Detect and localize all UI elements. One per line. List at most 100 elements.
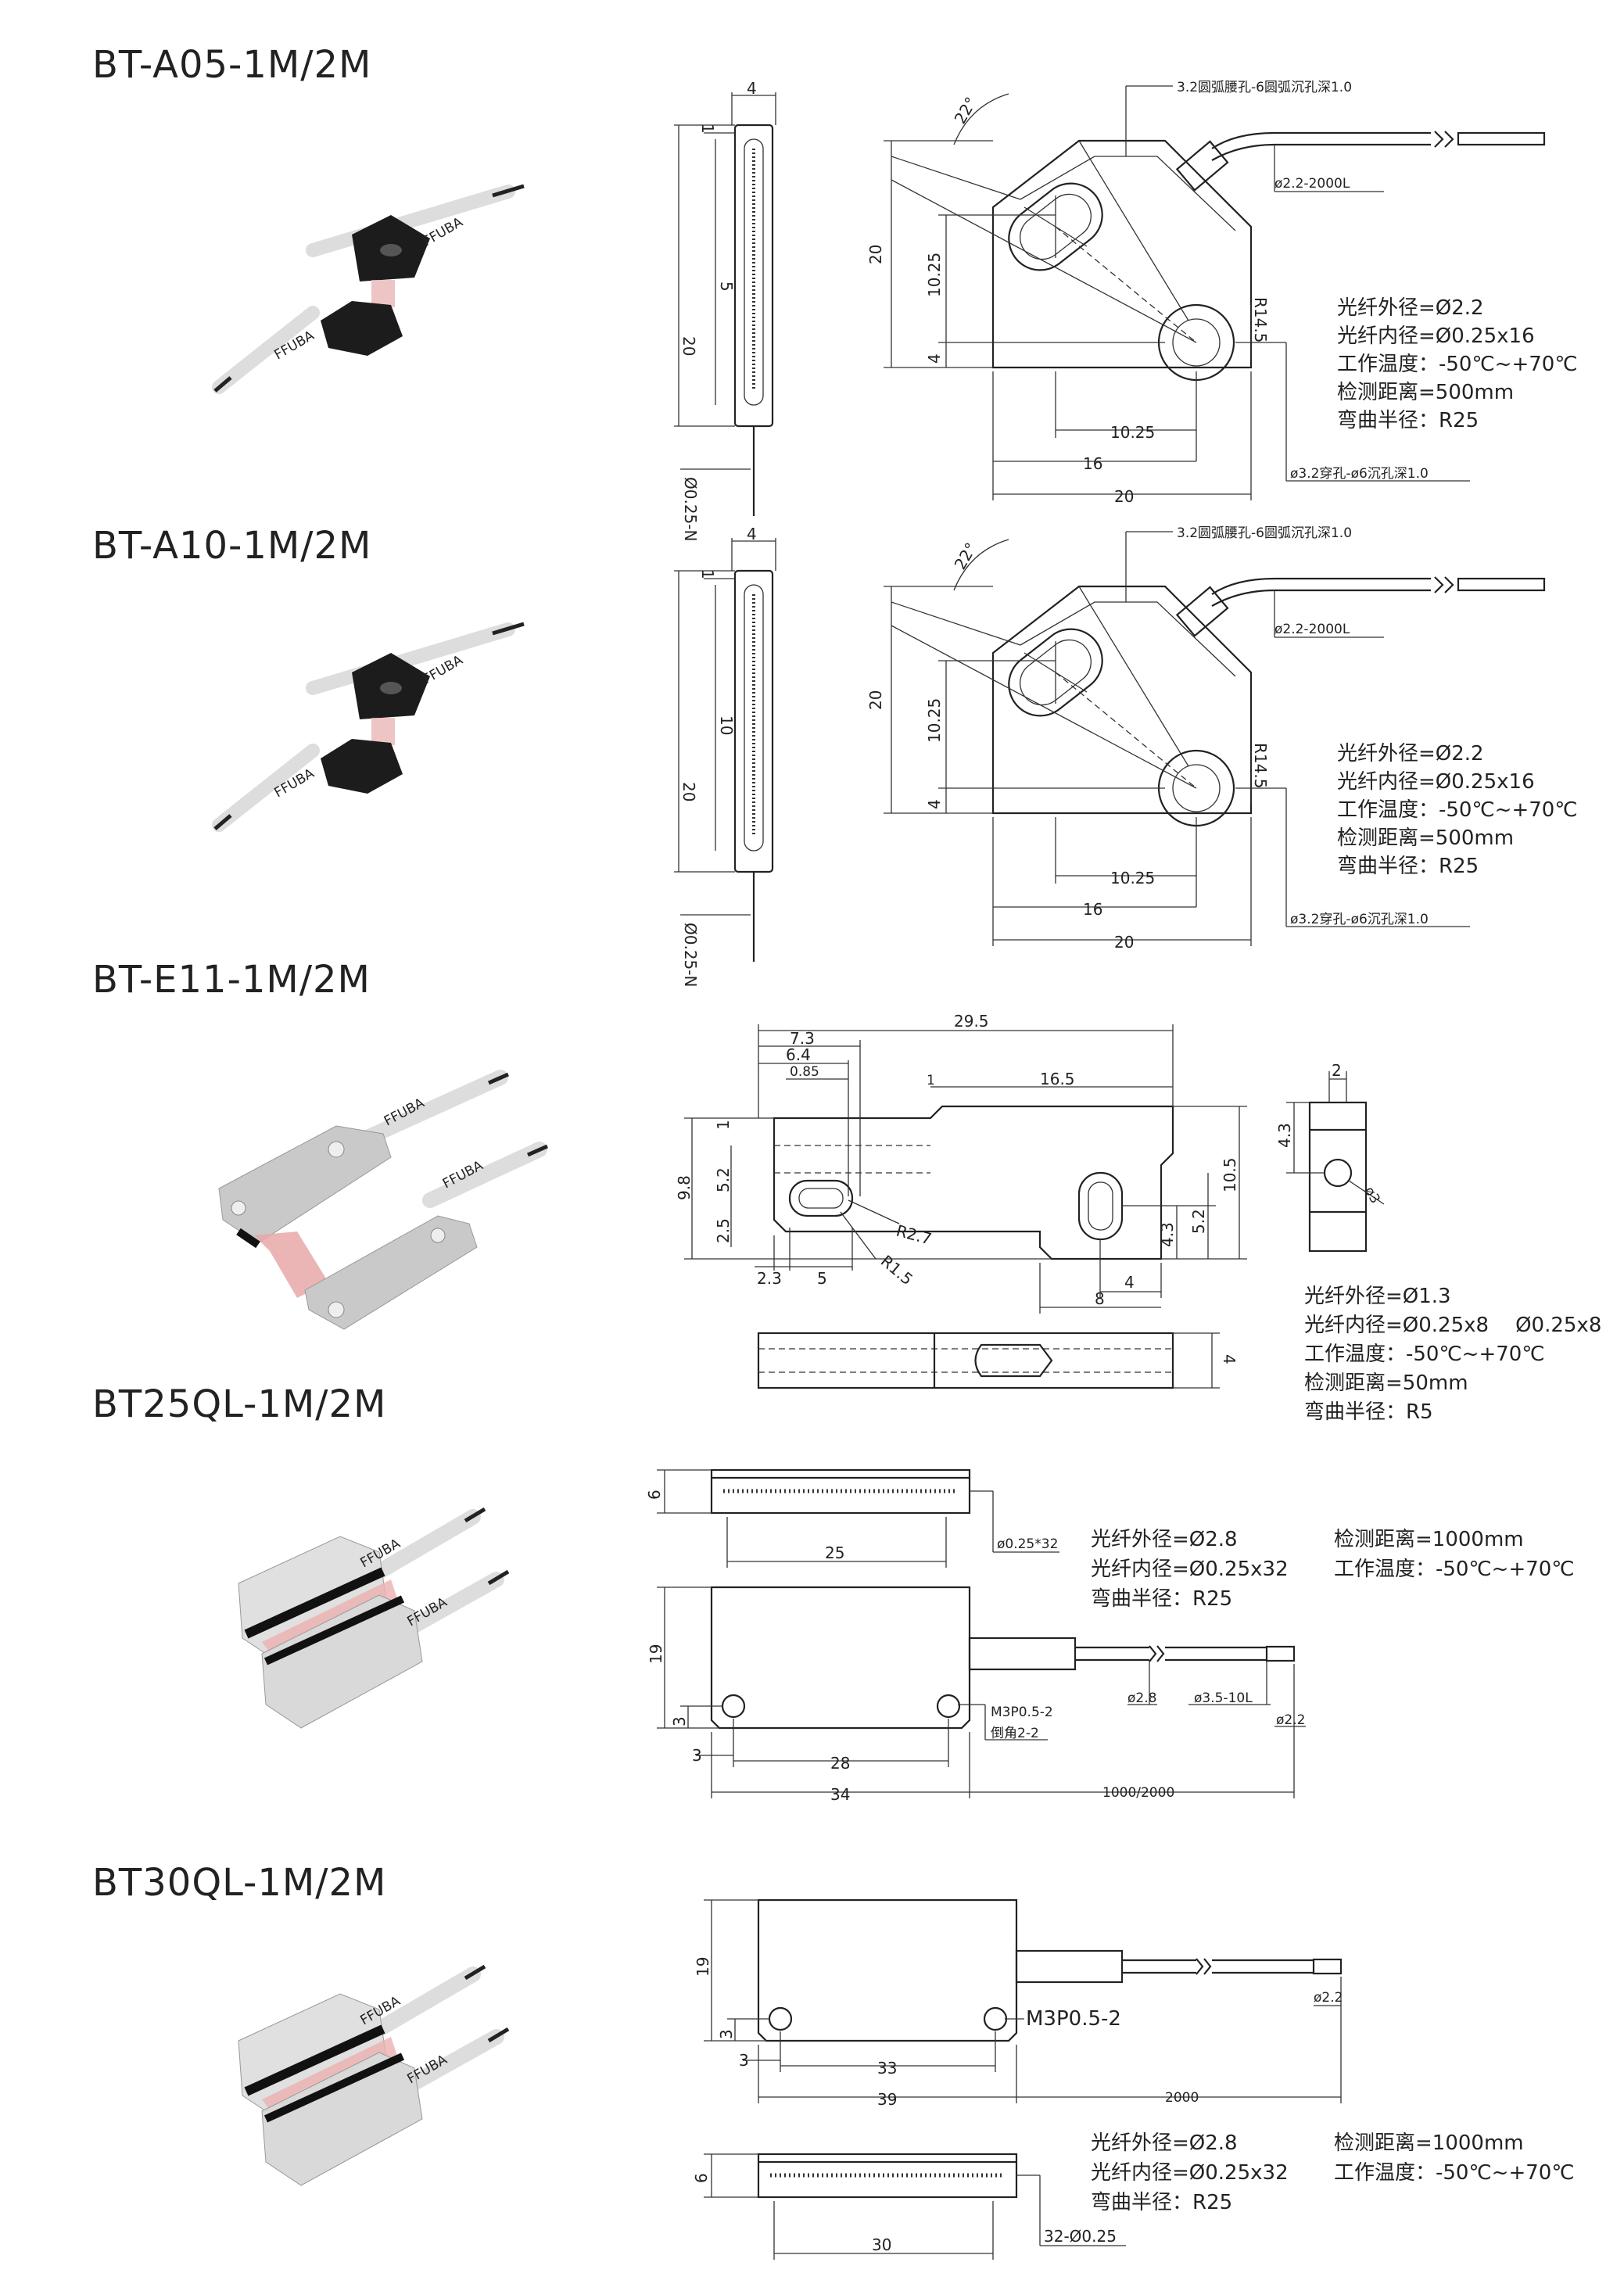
section-title-bt25ql: BT25QL-1M/2M — [92, 1382, 387, 1426]
svg-text:倒角2-2: 倒角2-2 — [991, 1726, 1039, 1741]
spec-list-bt30ql-right: 检测距离=1000mm 工作温度：-50℃~+70℃ — [1334, 2131, 1575, 2185]
svg-text:1: 1 — [698, 124, 717, 134]
drawing-top-bt30ql: 6 30 32-Ø0.25 — [692, 2153, 1126, 2260]
svg-text:ø0.25*32: ø0.25*32 — [997, 1536, 1058, 1552]
svg-text:工作温度：-50℃~+70℃: 工作温度：-50℃~+70℃ — [1337, 798, 1578, 822]
sensor-block-upper — [218, 1125, 392, 1244]
sensor-head-lower — [321, 301, 403, 356]
svg-text:光纤内径=Ø0.25x16: 光纤内径=Ø0.25x16 — [1337, 770, 1535, 794]
svg-text:工作温度：-50℃~+70℃: 工作温度：-50℃~+70℃ — [1337, 353, 1578, 376]
svg-text:10.25: 10.25 — [1110, 423, 1155, 442]
product-photo-bt25ql: FFUBA FFUBA — [238, 1507, 510, 1729]
drawing-top-bt25ql: 6 25 ø0.25*32 — [645, 1468, 1059, 1568]
svg-text:10: 10 — [717, 715, 736, 735]
svg-text:20: 20 — [866, 690, 885, 710]
svg-text:1: 1 — [698, 569, 717, 579]
product-photo-bt-a05: FFUBA FFUBA — [212, 184, 525, 394]
svg-text:10.25: 10.25 — [1110, 869, 1155, 887]
svg-text:20: 20 — [679, 782, 698, 801]
drawing-front-bt-a10: 22° 3.2圆弧腰孔-6圆弧沉孔深1.0 ø2.2-2000L 20 10.2… — [866, 525, 1578, 952]
drawing-side-bt-a10: 4 1 10 20 Ø0.25-N — [674, 525, 776, 987]
svg-text:28: 28 — [830, 1754, 850, 1773]
drawing-front-bt25ql: 19 3 3 28 34 1000/2000 M3P0.5-2 倒角2-2 ø2… — [647, 1586, 1306, 1804]
svg-text:5.2: 5.2 — [714, 1167, 733, 1192]
svg-text:29.5: 29.5 — [954, 1012, 989, 1031]
section-title-bt-e11: BT-E11-1M/2M — [92, 958, 371, 1002]
svg-text:M3P0.5-2: M3P0.5-2 — [991, 1705, 1053, 1720]
svg-text:6: 6 — [692, 2173, 711, 2183]
svg-text:10.25: 10.25 — [925, 253, 944, 297]
svg-text:16: 16 — [1083, 900, 1102, 919]
svg-text:ø2.8: ø2.8 — [1127, 1690, 1156, 1706]
svg-text:32-Ø0.25: 32-Ø0.25 — [1044, 2227, 1117, 2246]
svg-text:10.25: 10.25 — [925, 698, 944, 743]
svg-text:8: 8 — [1095, 1289, 1105, 1308]
svg-text:19: 19 — [647, 1644, 665, 1664]
svg-text:R1.5: R1.5 — [877, 1251, 916, 1289]
svg-text:R14.5: R14.5 — [1251, 743, 1270, 788]
svg-text:ø2.2: ø2.2 — [1276, 1712, 1305, 1728]
svg-text:20: 20 — [1114, 933, 1134, 952]
svg-text:2000: 2000 — [1165, 2090, 1199, 2106]
svg-text:5.2: 5.2 — [1189, 1209, 1208, 1234]
svg-text:光纤外径=Ø2.2: 光纤外径=Ø2.2 — [1337, 742, 1484, 765]
section-title-bt30ql: BT30QL-1M/2M — [92, 1861, 387, 1905]
svg-text:4.3: 4.3 — [1158, 1222, 1177, 1247]
svg-text:6: 6 — [645, 1490, 664, 1500]
svg-text:3: 3 — [717, 2029, 736, 2039]
svg-text:19: 19 — [694, 1957, 712, 1977]
svg-text:2: 2 — [1332, 1061, 1342, 1080]
svg-text:1: 1 — [927, 1073, 935, 1088]
drawing-front-bt-e11: 29.5 7.3 6.4 0.85 1 16.5 9.8 5.2 2.5 1 2… — [675, 1012, 1247, 1389]
svg-text:34: 34 — [830, 1785, 850, 1804]
drawing-front-bt-a05: 22° 3.2圆弧腰孔-6圆弧沉孔深1.0 ø2.2-2000L 20 10.2… — [866, 80, 1578, 506]
svg-text:3.2圆弧腰孔-6圆弧沉孔深1.0: 3.2圆弧腰孔-6圆弧沉孔深1.0 — [1177, 80, 1352, 95]
drawing-front-bt30ql: 19 3 3 33 39 2000 M3P0.5-2 ø2.2 — [694, 1898, 1343, 2109]
svg-text:5: 5 — [717, 281, 736, 292]
svg-text:3.2圆弧腰孔-6圆弧沉孔深1.0: 3.2圆弧腰孔-6圆弧沉孔深1.0 — [1177, 525, 1352, 541]
svg-text:Ø0.25-N: Ø0.25-N — [681, 477, 700, 541]
svg-text:20: 20 — [1114, 487, 1134, 506]
svg-text:4: 4 — [747, 79, 757, 98]
svg-text:10.5: 10.5 — [1221, 1157, 1239, 1192]
svg-text:Ø0.25-N: Ø0.25-N — [681, 923, 700, 987]
svg-text:4: 4 — [925, 353, 944, 364]
spec-list-bt25ql-right: 检测距离=1000mm 工作温度：-50℃~+70℃ — [1334, 1528, 1575, 1581]
svg-text:ø3: ø3 — [1361, 1185, 1383, 1206]
svg-text:0.85: 0.85 — [790, 1064, 819, 1080]
svg-text:ø2.2: ø2.2 — [1314, 1990, 1343, 2006]
svg-text:5: 5 — [817, 1269, 827, 1288]
svg-text:1: 1 — [714, 1120, 733, 1130]
drawing-end-bt-e11: 2 4.3 ø3 — [1275, 1061, 1385, 1253]
svg-text:ø3.2穿孔-ø6沉孔深1.0: ø3.2穿孔-ø6沉孔深1.0 — [1290, 466, 1429, 482]
svg-text:25: 25 — [825, 1543, 844, 1562]
spec-list-bt30ql-left: 光纤外径=Ø2.8 光纤内径=Ø0.25x32 弯曲半径：R25 — [1091, 2131, 1289, 2214]
svg-text:20: 20 — [679, 336, 698, 356]
svg-text:R2.7: R2.7 — [894, 1221, 934, 1249]
sensor-block-lower — [304, 1215, 478, 1330]
spec-list-bt-a10: 光纤外径=Ø2.2 光纤内径=Ø0.25x16 工作温度：-50℃~+70℃ 检… — [1337, 742, 1578, 878]
svg-text:22°: 22° — [951, 540, 981, 573]
svg-text:ø2.2-2000L: ø2.2-2000L — [1274, 176, 1350, 192]
svg-text:4: 4 — [925, 799, 944, 809]
svg-text:3: 3 — [670, 1716, 689, 1726]
svg-text:2.5: 2.5 — [714, 1218, 733, 1243]
svg-text:4: 4 — [747, 525, 757, 543]
svg-text:ø3.2穿孔-ø6沉孔深1.0: ø3.2穿孔-ø6沉孔深1.0 — [1290, 912, 1429, 927]
spec-list-bt-a05: 光纤外径=Ø2.2 光纤内径=Ø0.25x16 工作温度：-50℃~+70℃ 检… — [1337, 296, 1578, 432]
svg-text:4: 4 — [1124, 1273, 1135, 1292]
svg-text:16.5: 16.5 — [1040, 1070, 1075, 1088]
product-photo-bt30ql: FFUBA FFUBA — [238, 1964, 510, 2186]
svg-text:弯曲半径：R25: 弯曲半径：R25 — [1337, 855, 1479, 878]
svg-text:22°: 22° — [951, 94, 981, 127]
product-photo-bt-a10: FFUBA FFUBA — [212, 622, 525, 832]
svg-text:30: 30 — [872, 2235, 891, 2254]
svg-text:33: 33 — [877, 2059, 897, 2078]
svg-text:ø2.2-2000L: ø2.2-2000L — [1274, 622, 1350, 637]
svg-text:9.8: 9.8 — [675, 1175, 694, 1200]
svg-text:3: 3 — [692, 1746, 702, 1765]
svg-text:ø3.5-10L: ø3.5-10L — [1194, 1690, 1253, 1706]
svg-text:光纤外径=Ø2.2: 光纤外径=Ø2.2 — [1337, 296, 1484, 320]
svg-text:7.3: 7.3 — [790, 1029, 815, 1048]
